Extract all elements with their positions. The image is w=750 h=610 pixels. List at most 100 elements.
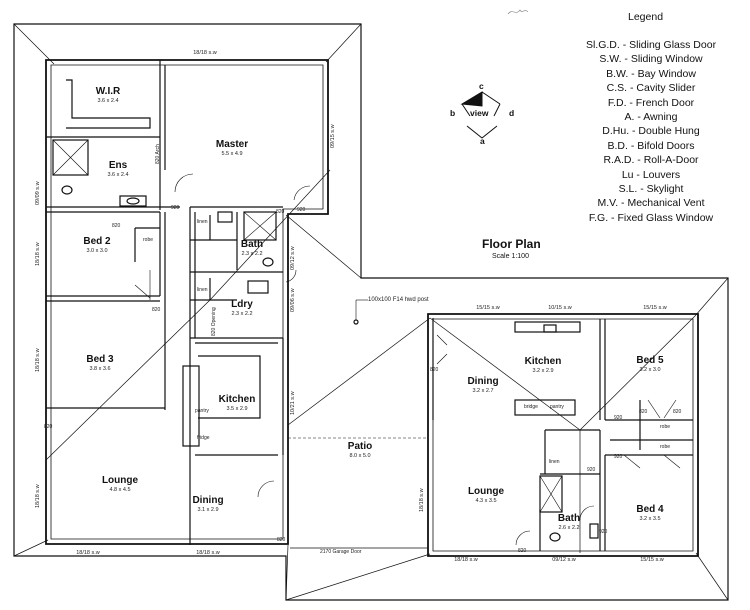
room-dining1-size: 3.1 x 2.9 [197,507,219,513]
room-wir-name: W.I.R [95,86,121,97]
view-label-d: d [509,108,515,118]
room-patio-size: 8.0 x 5.0 [349,453,371,459]
door-label: 920 [614,454,623,460]
garage-door-label: 2170 Garage Door [320,549,362,555]
door-label: 820 [673,409,682,415]
door-label: 820 [44,424,53,430]
robe-label: robe [143,237,154,243]
room-kitchen1-size: 3.5 x 2.9 [226,406,248,412]
legend-item: Lu - Louvers [621,168,681,181]
legend-item: F.G. - Fixed Glass Window [588,211,714,224]
room-kitchen2-size: 3.2 x 2.9 [532,368,554,374]
room-lounge2-name: Lounge [467,486,505,497]
view-label-a: a [480,136,485,146]
room-bed5-name: Bed 5 [636,355,664,366]
room-dining2-size: 3.2 x 2.7 [472,388,494,394]
robe3-label: robe [660,444,671,450]
legend-item: A. - Awning [624,111,678,124]
door-label: 820 [518,548,527,554]
door-label: 920 [297,207,306,213]
room-bed5-size: 3.2 x 3.0 [639,367,661,373]
door-label: 820 [112,223,121,229]
window-label: 18/18 s.w [35,484,41,508]
room-master-size: 5.5 x 4.9 [221,151,243,157]
door-label: 820 [277,537,286,543]
door-label: 920 [171,205,180,211]
room-bed4-size: 3.2 x 3.5 [639,516,661,522]
window-label: 09/12 s.w [290,246,296,270]
robe2-label: robe [660,424,671,430]
room-bath2-size: 2.6 x 2.2 [558,525,580,531]
room-kitchen1-name: Kitchen [218,394,256,405]
window-label: 15/15 s.w [640,557,664,563]
view-label-c: c [479,81,484,91]
linen-label-bath: linen [197,219,208,225]
opening-label: 820 Opening [211,307,217,336]
window-label: 18/18 s.w [35,348,41,372]
view-marker [460,91,501,139]
fridge-label: fridge [197,435,210,441]
view-label: view [470,108,489,118]
window-label: 15/15 s.w [643,305,667,311]
linen-label-ldry: linen [197,287,208,293]
door-label: 820 [152,307,161,313]
legend-title: Legend [628,11,664,23]
linen2-label: linen [549,459,560,465]
window-label: 18/18 s.w [193,50,217,56]
room-ens-size: 3.6 x 2.4 [107,172,129,178]
room-ens-name: Ens [108,160,128,171]
legend-item: B.W. - Bay Window [606,67,696,80]
legend-item: B.D. - Bifold Doors [607,139,695,152]
window-label: 09/12 s.w [552,557,576,563]
room-bath2-name: Bath [557,513,581,524]
room-bath1-name: Bath [240,239,264,250]
door-label: 820 [639,409,648,415]
door-label: 820 [276,209,285,215]
room-ldry-name: Ldry [231,299,253,310]
window-label: 10/21 s.w [290,391,296,415]
bridge-label: bridge [524,404,538,410]
floor-plan-title: Floor Plan [482,237,541,251]
window-label: 18/18 s.w [76,550,100,556]
legend-item: D.Hu. - Double Hung [602,125,700,138]
window-label: 18/18 s.w [35,242,41,266]
legend-item: C.S. - Cavity Slider [606,82,696,95]
room-bath1-size: 2.3 x 2.2 [241,251,263,257]
room-lounge2-size: 4.3 x 3.5 [475,498,497,504]
scale-label: Scale 1:100 [492,253,529,260]
post-note: 100x100 F14 hwd post [368,297,429,303]
window-label: 18/18 s.w [196,550,220,556]
door-label: 920 [614,415,623,421]
window-label: 09/09 s.w [35,181,41,205]
window-label: 09/06 s.w [290,288,296,312]
legend-item: M.V. - Mechanical Vent [597,197,705,210]
arch-label: 820 Arch [155,144,161,164]
room-bed2-size: 3.0 x 3.0 [86,248,108,254]
window-label: 10/15 s.w [548,305,572,311]
door-label: 820 [430,367,439,373]
window-label: 18/18 s.w [454,557,478,563]
room-dining2-name: Dining [467,376,499,387]
pantry-label: pantry [195,408,209,414]
room-bed3-size: 3.8 x 3.6 [89,366,111,372]
legend-item: Sl.G.D. - Sliding Glass Door [585,39,717,51]
view-label-b: b [450,108,456,118]
room-dining1-name: Dining [192,495,224,506]
legend-item: S.L. - Skylight [618,183,684,196]
window-label: 15/15 s.w [476,305,500,311]
legend-item: S.W. - Sliding Window [599,53,703,66]
room-wir-size: 3.6 x 2.4 [97,98,119,104]
legend-item: R.A.D. - Roll-A-Door [603,154,699,167]
legend-item: F.D. - French Door [607,96,695,109]
window-label: 18/18 s.w [419,488,425,512]
door-label: 920 [599,529,608,535]
room-ldry-size: 2.3 x 2.2 [231,311,253,317]
window-label: 09/15 s.w [330,124,336,148]
room-bed3-name: Bed 3 [86,354,114,365]
room-kitchen2-name: Kitchen [524,356,562,367]
room-bed4-name: Bed 4 [636,504,664,515]
pantry2-label: pantry [550,404,564,410]
room-bed2-name: Bed 2 [83,236,111,247]
